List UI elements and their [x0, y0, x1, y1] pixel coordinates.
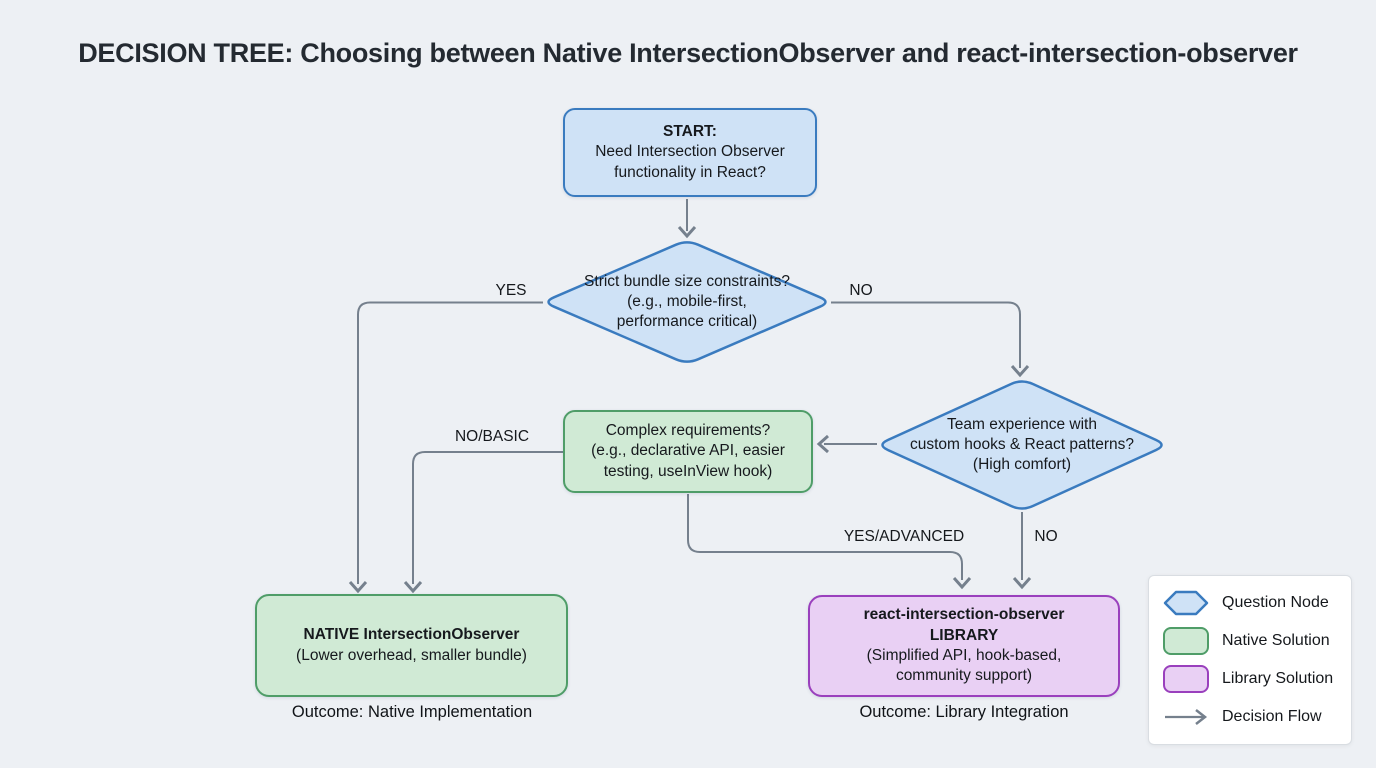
node-library-title: react-intersection-observer LIBRARY: [863, 606, 1065, 644]
node-bundle-question-text: Strict bundle size constraints? (e.g., m…: [584, 272, 790, 331]
arrow-left-icon: [816, 434, 829, 454]
legend-label: Native Solution: [1222, 632, 1330, 649]
native-rect-icon: [1163, 627, 1209, 655]
legend-item-native-solution: Native Solution: [1163, 627, 1351, 656]
page-title: DECISION TREE: Choosing between Native I…: [78, 38, 1298, 68]
outcome-native-caption: Outcome: Native Implementation: [291, 703, 533, 721]
node-native-title: NATIVE IntersectionObserver: [303, 626, 520, 644]
node-library-body: (Simplified API, hook-based, community s…: [866, 647, 1062, 685]
edge-label-no-experience: NO: [1034, 528, 1058, 545]
node-start: START: Need Intersection Observer functi…: [563, 108, 817, 197]
edge-complex-nobasic-to-native: [412, 451, 563, 584]
arrow-down-icon: [952, 577, 972, 590]
node-complex-question-text: Complex requirements? (e.g., declarative…: [591, 421, 785, 480]
diamond-experience-question: [881, 380, 1163, 510]
edge-bundle-no-to-experience: [831, 301, 1021, 368]
legend-label: Decision Flow: [1222, 708, 1322, 725]
flow-arrow-icon: [1165, 709, 1208, 725]
diamond-bundle-question: [547, 241, 827, 363]
arrow-down-icon: [1012, 577, 1032, 590]
node-native-solution: NATIVE IntersectionObserver (Lower overh…: [255, 594, 568, 697]
legend-item-library-solution: Library Solution: [1163, 665, 1351, 694]
question-hexagon-icon: [1163, 590, 1209, 616]
node-native-body: (Lower overhead, smaller bundle): [296, 646, 527, 664]
edge-bundle-yes-to-native: [357, 301, 543, 584]
legend-label: Library Solution: [1222, 670, 1334, 687]
arrow-down-icon: [403, 581, 423, 594]
arrow-down-icon: [348, 581, 368, 594]
outcome-library-caption: Outcome: Library Integration: [859, 703, 1069, 721]
edge-label-no-basic: NO/BASIC: [454, 428, 530, 445]
legend-item-question-node: Question Node: [1163, 589, 1351, 618]
node-start-title: START:: [663, 122, 717, 140]
node-library-solution: react-intersection-observer LIBRARY (Sim…: [808, 595, 1120, 697]
library-rect-icon: [1163, 665, 1209, 693]
node-start-body: Need Intersection Observer functionality…: [595, 143, 785, 181]
node-complex-question: Complex requirements? (e.g., declarative…: [563, 410, 813, 493]
node-experience-question-text: Team experience with custom hooks & Reac…: [909, 415, 1134, 474]
edge-label-no: NO: [849, 282, 873, 299]
arrow-down-icon: [677, 226, 697, 239]
legend-item-decision-flow: Decision Flow: [1163, 703, 1351, 732]
arrow-down-icon: [1010, 365, 1030, 378]
edge-label-yes-advanced: YES/ADVANCED: [843, 528, 965, 545]
edge-label-yes: YES: [495, 282, 527, 299]
edge-complex-yesadvanced-to-library: [687, 494, 963, 580]
legend: Question Node Native Solution Library So…: [1148, 575, 1352, 745]
legend-label: Question Node: [1222, 594, 1329, 611]
